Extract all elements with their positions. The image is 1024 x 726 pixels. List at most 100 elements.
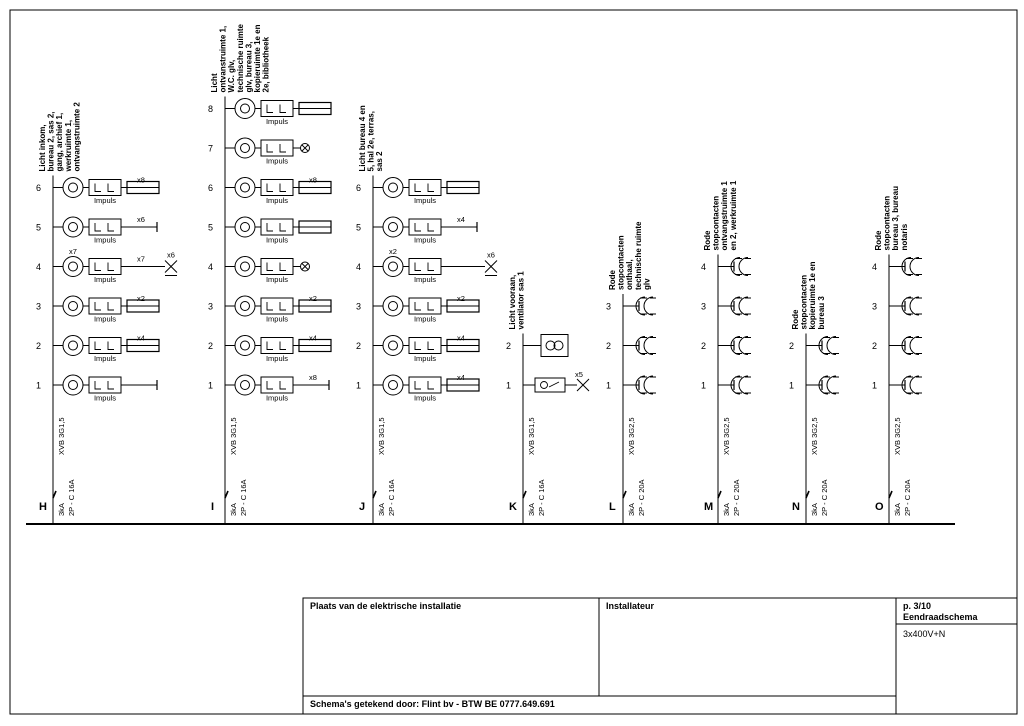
socket-outlet-body	[635, 336, 647, 355]
cable-type-label: XVB 3G1,5	[229, 417, 238, 455]
circuit-row: 1	[872, 375, 922, 395]
pushbutton-inner	[240, 222, 250, 232]
relay-contact-glyph	[414, 341, 434, 350]
socket-outlet-body	[738, 257, 751, 276]
impulse-relay-box	[260, 297, 294, 315]
circuit-letter: N	[792, 501, 800, 513]
relay-contact-glyph	[414, 262, 434, 271]
row-number: 2	[606, 341, 611, 351]
pushbutton-inner	[240, 261, 250, 272]
row-number: 2	[872, 341, 877, 351]
circuit-title-line: Licht bureau 4 en	[358, 105, 367, 171]
circuit-title-line: bureau 3, bureau	[891, 186, 900, 251]
circuit-row: 2	[701, 336, 751, 355]
circuit-letter: M	[704, 501, 713, 513]
row-number: 3	[356, 302, 361, 312]
relay-contact-glyph	[266, 183, 286, 192]
socket-outlet-body	[826, 336, 839, 355]
row-number: 1	[701, 381, 706, 391]
page-number: p. 3/10	[903, 601, 931, 611]
light-point-cross-icon	[484, 260, 498, 273]
circuit-row: 4	[872, 257, 922, 276]
row-number: 5	[36, 223, 41, 233]
pushbutton-symbol	[382, 177, 404, 198]
supply-voltage: 3x400V+N	[903, 629, 945, 639]
pushbutton-inner	[68, 182, 78, 193]
pushbutton-symbol	[382, 216, 404, 238]
light-point-cross-icon	[164, 260, 178, 273]
relay-contact-glyph	[414, 183, 434, 192]
circuit-letter: L	[609, 501, 616, 513]
lamp-cross-glyph	[301, 144, 309, 152]
pushbutton-count: x2	[389, 247, 397, 256]
light-count: x8	[309, 176, 317, 185]
pushbutton-symbol	[382, 256, 404, 277]
breaker-symbol	[224, 490, 229, 499]
circuit-letter: H	[39, 501, 47, 513]
breaker-rating-label: 2P - C 20A	[637, 479, 646, 516]
impulse-relay-box	[88, 258, 122, 275]
row-number: 3	[606, 302, 611, 312]
pushbutton-inner	[68, 340, 78, 351]
light-count: x8	[309, 373, 317, 382]
breaker-rating-label: 3kA	[377, 503, 386, 516]
cable-type-label: XVB 3G1,5	[527, 417, 536, 455]
circuit-title-line: ontvangstruimte 1	[720, 181, 729, 251]
row-number: 2	[789, 341, 794, 351]
impulse-label: Impuls	[414, 354, 436, 363]
relay-contact-glyph	[94, 302, 114, 311]
pushbutton-inner	[388, 301, 398, 311]
circuit-title: Licht vooraan,ventilator sas 1	[508, 271, 526, 330]
circuit-title-line: Rode	[874, 230, 883, 251]
impulse-label: Impuls	[266, 117, 288, 126]
socket-outlet-body	[643, 336, 656, 355]
socket-outlet-body	[901, 296, 913, 316]
impulse-label: Impuls	[414, 394, 436, 403]
breaker-rating-label: 3kA	[527, 503, 536, 516]
socket-outlet-body	[730, 336, 742, 355]
circuit-title-line: Rode	[791, 309, 800, 330]
circuit-title-line: W.C. glv,	[227, 60, 236, 93]
breaker-rating-label: 2P - C 20A	[732, 479, 741, 516]
impulse-relay-box	[260, 100, 294, 117]
circuit-title-line: kopieruimte 1e en	[808, 261, 817, 329]
breaker-symbol	[52, 490, 57, 499]
breaker-rating-label: 2P - C 16A	[537, 479, 546, 516]
breaker-symbol	[717, 490, 722, 499]
circuit-row: 3	[701, 296, 751, 316]
impulse-label: Impuls	[266, 354, 288, 363]
impulse-label: Impuls	[94, 394, 116, 403]
row-number: 6	[356, 183, 361, 193]
breaker-rating-label: 2P - C 20A	[820, 479, 829, 516]
document-type: Eendraadschema	[903, 612, 979, 622]
impulse-relay-box	[260, 376, 294, 394]
impulse-label: Impuls	[94, 275, 116, 284]
breaker-rating-label: 3kA	[893, 503, 902, 516]
relay-contact-glyph	[414, 223, 434, 232]
relay-contact-glyph	[414, 381, 434, 390]
circuit-title: Licht inkom,bureau 2, sas 2,gang, archie…	[38, 102, 81, 173]
impulse-label: Impuls	[266, 315, 288, 324]
impulse-label: Impuls	[94, 236, 116, 245]
socket-outlet-body	[730, 375, 742, 395]
circuit-title-line: 2e, bibliotheek	[262, 36, 271, 92]
impulse-label: Impuls	[414, 275, 436, 284]
socket-outlet-body	[818, 375, 830, 395]
circuit-title-line: bureau 3	[817, 296, 826, 330]
pushbutton-inner	[240, 103, 250, 114]
circuit-title-line: en 2, werkruimte 1	[729, 180, 738, 250]
circuit-h: Licht inkom,bureau 2, sas 2,gang, archie…	[36, 102, 178, 524]
socket-outlet-body	[909, 375, 922, 395]
impulse-relay-box	[408, 179, 442, 196]
pushbutton-inner	[240, 182, 250, 193]
breaker-symbol	[622, 490, 627, 499]
breaker-rating-label: 2P - C 16A	[67, 479, 76, 516]
